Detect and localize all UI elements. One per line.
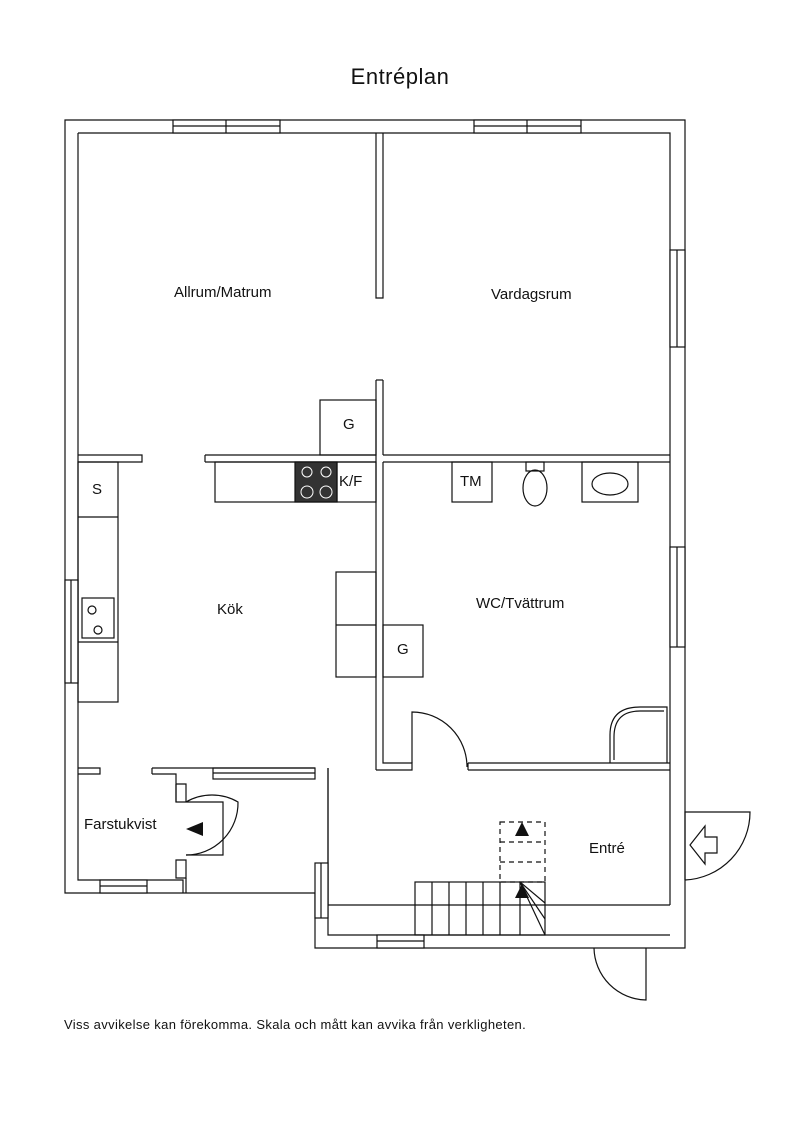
fixture-g-lower-label: G bbox=[397, 641, 409, 658]
wall-wc bbox=[376, 462, 413, 771]
room-wc-label: WC/Tvättrum bbox=[476, 595, 565, 612]
g-lower-box bbox=[382, 624, 424, 678]
shower bbox=[609, 706, 668, 763]
plan-title: Entréplan bbox=[350, 64, 450, 89]
fixture-tm-label: TM bbox=[460, 473, 482, 490]
fixture-kf-label: K/F bbox=[339, 473, 363, 490]
door-farstukvist bbox=[185, 794, 239, 856]
wall-farstukvist bbox=[78, 767, 101, 775]
stair-arrow-up bbox=[515, 822, 529, 836]
disclaimer-text: Viss avvikelse kan förekomma. Skala och … bbox=[64, 1017, 527, 1032]
washbasin bbox=[581, 461, 639, 503]
wall-vardagsrum-wc bbox=[383, 454, 670, 463]
stair-arrow-up-lower bbox=[515, 884, 529, 898]
stairs bbox=[414, 881, 546, 936]
fridge-g-upper bbox=[319, 399, 377, 456]
outer-wall bbox=[64, 119, 686, 949]
wall-allrum-kok bbox=[78, 454, 143, 463]
room-vardagsrum-label: Vardagsrum bbox=[491, 286, 572, 303]
farstukvist-arrow bbox=[186, 822, 203, 836]
stairs-upper-dashed bbox=[499, 821, 546, 883]
fixture-s-label: S bbox=[92, 481, 103, 498]
room-allrum-label: Allrum/Matrum bbox=[174, 284, 272, 301]
fixture-g-upper-label: G bbox=[343, 416, 355, 433]
inner-wall-line bbox=[77, 132, 671, 906]
door-entre-right bbox=[684, 811, 751, 881]
wall-allrum-vardagsrum bbox=[375, 133, 384, 299]
sink-kok bbox=[81, 597, 115, 639]
room-kok-label: Kök bbox=[217, 601, 243, 618]
toilet bbox=[522, 469, 548, 507]
entrance-arrow bbox=[689, 824, 718, 866]
door-wc bbox=[411, 711, 468, 768]
tm-box bbox=[451, 461, 493, 503]
room-entre-label: Entré bbox=[589, 840, 625, 857]
door-entre-bottom bbox=[593, 947, 647, 1001]
counter-left bbox=[77, 461, 119, 703]
room-farstukvist-label: Farstukvist bbox=[84, 816, 157, 833]
